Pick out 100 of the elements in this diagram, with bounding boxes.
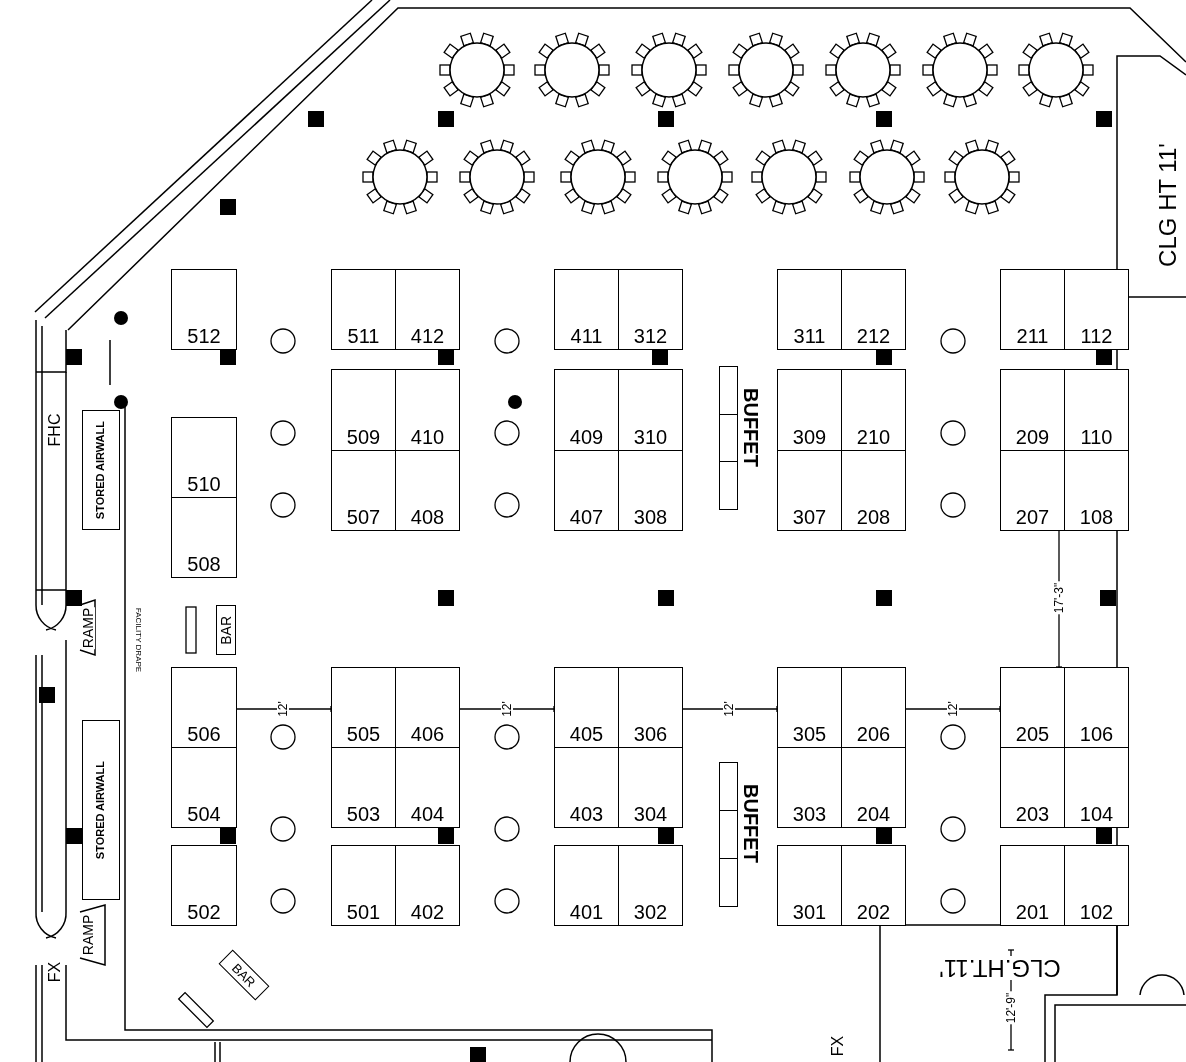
booth: [331, 269, 396, 350]
booth: [395, 667, 460, 748]
booth: [554, 369, 619, 451]
booth: [841, 269, 906, 350]
booth: [618, 369, 683, 451]
booth: [395, 369, 460, 451]
booth: [777, 667, 842, 748]
booth: [554, 667, 619, 748]
booth-number: 312: [633, 326, 668, 346]
booth-number: 209: [1015, 427, 1050, 447]
booth-number: 509: [346, 427, 381, 447]
booth: [331, 747, 396, 828]
booth-number: 206: [856, 724, 891, 744]
booth: [171, 417, 237, 498]
booth-number: 306: [633, 724, 668, 744]
booth-number: 207: [1015, 507, 1050, 527]
booth-number: 412: [410, 326, 445, 346]
airwall-label: STORED AIRWALL: [95, 420, 107, 520]
booth-number: 407: [569, 507, 604, 527]
booth-number: 405: [569, 724, 604, 744]
booth: [777, 369, 842, 451]
booth: [1000, 845, 1065, 926]
booth: [1000, 269, 1065, 350]
booth: [171, 747, 237, 828]
room-label: FACILITY DRAPE: [134, 606, 142, 674]
booth: [331, 845, 396, 926]
bar-label: BAR: [219, 615, 233, 645]
booth: [1000, 450, 1065, 531]
booth-number: 404: [410, 804, 445, 824]
booth: [1064, 845, 1129, 926]
booth: [554, 845, 619, 926]
booth-number: 508: [187, 554, 221, 574]
booth-number: 108: [1079, 507, 1114, 527]
booth: [618, 667, 683, 748]
dimension-label: 17'-3": [1053, 581, 1065, 615]
stored-airwall: [82, 410, 120, 530]
booth-number: 211: [1016, 326, 1049, 346]
booth: [777, 845, 842, 926]
booth-number: 402: [410, 902, 445, 922]
room-label: RAMP: [81, 913, 95, 957]
booth-number: 307: [792, 507, 827, 527]
booth-number: 403: [569, 804, 604, 824]
booth: [331, 369, 396, 451]
booth: [618, 845, 683, 926]
booth-number: 202: [856, 902, 891, 922]
buffet-label: BUFFET: [741, 784, 761, 863]
booth-number: 106: [1079, 724, 1114, 744]
booth-number: 502: [187, 902, 221, 922]
booth-number: 304: [633, 804, 668, 824]
booth: [777, 450, 842, 531]
booth: [395, 845, 460, 926]
booth: [331, 450, 396, 531]
booth-number: 406: [410, 724, 445, 744]
booth-number: 102: [1079, 902, 1114, 922]
dimension-label: 12': [277, 700, 289, 718]
room-label: CLG.HT.11': [938, 956, 1062, 980]
booth-number: 408: [410, 507, 445, 527]
dimension-label: 12': [947, 700, 959, 718]
booth: [395, 450, 460, 531]
room-label: RAMP: [81, 606, 95, 650]
booth-number: 401: [569, 902, 604, 922]
booth-number: 201: [1015, 902, 1050, 922]
booth-number: 203: [1015, 804, 1050, 824]
booth: [554, 269, 619, 350]
bar: [216, 605, 236, 655]
booth: [1064, 667, 1129, 748]
booth-number: 301: [792, 902, 827, 922]
buffet-label: BUFFET: [741, 388, 761, 467]
booth-number: 110: [1080, 427, 1113, 447]
booth: [841, 369, 906, 451]
booth: [1000, 747, 1065, 828]
dimension-label: 12': [723, 700, 735, 718]
booth: [618, 269, 683, 350]
booth-number: 505: [346, 724, 381, 744]
booth: [554, 450, 619, 531]
booth-number: 506: [187, 724, 221, 744]
booth-number: 112: [1080, 326, 1113, 346]
dimension-label: 12'-9": [1005, 991, 1017, 1025]
booth-number: 104: [1079, 804, 1114, 824]
stored-airwall: [82, 720, 120, 900]
booth-number: 212: [856, 326, 891, 346]
booth: [331, 667, 396, 748]
room-label: FX: [830, 1034, 846, 1058]
room-label: FHC: [47, 412, 63, 448]
booth-number: 411: [570, 326, 603, 346]
booth: [841, 845, 906, 926]
booth: [1064, 369, 1129, 451]
booth-number: 309: [792, 427, 827, 447]
booth: [171, 497, 237, 578]
booth: [1064, 450, 1129, 531]
booth-number: 204: [856, 804, 891, 824]
booth-number: 507: [346, 507, 381, 527]
booth: [171, 845, 237, 926]
booth-number: 308: [633, 507, 668, 527]
booth: [841, 667, 906, 748]
booth: [618, 450, 683, 531]
booth: [841, 747, 906, 828]
booth: [395, 747, 460, 828]
booth: [777, 269, 842, 350]
booth: [171, 667, 237, 748]
